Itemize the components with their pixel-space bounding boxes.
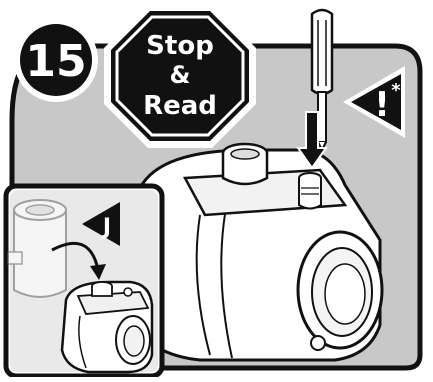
stop-sign-line-read: Read (143, 91, 217, 121)
stop-sign-line-stop: Stop (146, 31, 214, 61)
caution-exclamation: ! (374, 85, 390, 125)
caution-asterisk: * (391, 80, 401, 101)
small-disposer-unit (62, 282, 152, 372)
stop-sign-line-ampersand: & (170, 61, 191, 89)
inset-panel: J (6, 186, 162, 376)
inset-label: J (101, 215, 111, 240)
stop-and-read-sign: Stop & Read (104, 4, 256, 148)
step-number: 15 (25, 36, 86, 87)
step-number-badge: 15 (14, 18, 98, 102)
